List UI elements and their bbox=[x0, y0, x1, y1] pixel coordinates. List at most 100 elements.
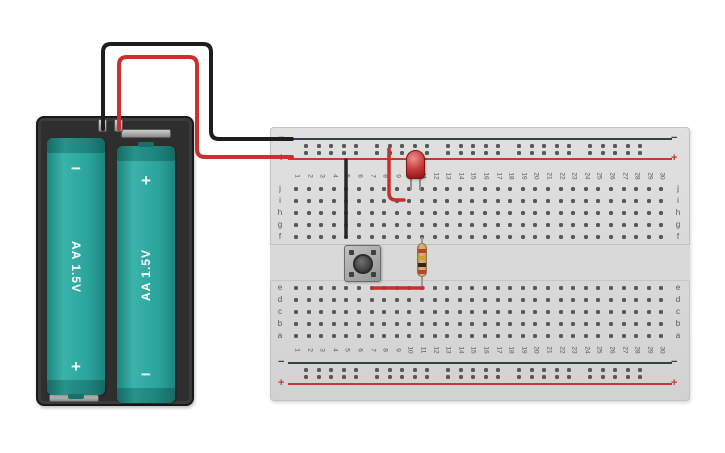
breadboard-hole[interactable] bbox=[369, 187, 374, 191]
breadboard-hole[interactable] bbox=[445, 211, 450, 215]
breadboard-hole[interactable] bbox=[369, 334, 374, 338]
breadboard-hole[interactable] bbox=[344, 223, 349, 227]
breadboard-hole[interactable] bbox=[508, 199, 513, 203]
breadboard-hole[interactable] bbox=[558, 310, 563, 314]
breadboard-hole[interactable] bbox=[634, 310, 639, 314]
breadboard-hole[interactable] bbox=[357, 199, 361, 203]
breadboard-rail-hole[interactable] bbox=[400, 144, 405, 148]
breadboard-rail-hole[interactable] bbox=[458, 375, 463, 379]
breadboard-hole[interactable] bbox=[319, 310, 324, 314]
breadboard-hole[interactable] bbox=[646, 334, 651, 338]
breadboard-hole[interactable] bbox=[394, 322, 399, 326]
breadboard-rail-hole[interactable] bbox=[471, 144, 476, 148]
breadboard-hole[interactable] bbox=[609, 286, 613, 290]
breadboard-hole[interactable] bbox=[319, 199, 324, 203]
breadboard-rail-hole[interactable] bbox=[517, 368, 521, 372]
breadboard-hole[interactable] bbox=[394, 223, 399, 227]
breadboard-hole[interactable] bbox=[571, 310, 576, 314]
breadboard-hole[interactable] bbox=[558, 322, 563, 326]
breadboard-rail-hole[interactable] bbox=[387, 151, 392, 155]
breadboard-hole[interactable] bbox=[331, 310, 336, 314]
breadboard-hole[interactable] bbox=[357, 235, 361, 239]
breadboard-hole[interactable] bbox=[306, 298, 311, 302]
breadboard-hole[interactable] bbox=[583, 334, 588, 338]
breadboard-hole[interactable] bbox=[344, 298, 349, 302]
breadboard-hole[interactable] bbox=[571, 298, 576, 302]
pushbutton-cap[interactable] bbox=[352, 253, 373, 274]
breadboard-hole[interactable] bbox=[294, 310, 298, 314]
breadboard-rail-hole[interactable] bbox=[412, 144, 417, 148]
breadboard-hole[interactable] bbox=[331, 322, 336, 326]
breadboard-hole[interactable] bbox=[495, 223, 500, 227]
breadboard-hole[interactable] bbox=[457, 286, 462, 290]
breadboard-rail-hole[interactable] bbox=[341, 368, 346, 372]
breadboard-hole[interactable] bbox=[319, 211, 324, 215]
breadboard-hole[interactable] bbox=[495, 322, 500, 326]
breadboard-rail-hole[interactable] bbox=[316, 375, 321, 379]
breadboard-hole[interactable] bbox=[546, 235, 550, 239]
breadboard-hole[interactable] bbox=[533, 286, 538, 290]
breadboard-rail-hole[interactable] bbox=[529, 375, 534, 379]
breadboard-rail-hole[interactable] bbox=[387, 368, 392, 372]
breadboard-rail-hole[interactable] bbox=[375, 144, 379, 148]
breadboard-hole[interactable] bbox=[571, 187, 576, 191]
breadboard-rail-hole[interactable] bbox=[425, 368, 430, 372]
breadboard-hole[interactable] bbox=[432, 223, 437, 227]
breadboard-hole[interactable] bbox=[646, 223, 651, 227]
breadboard-hole[interactable] bbox=[520, 286, 525, 290]
breadboard-rail-hole[interactable] bbox=[567, 368, 572, 372]
breadboard-hole[interactable] bbox=[306, 187, 311, 191]
breadboard-hole[interactable] bbox=[520, 322, 525, 326]
breadboard-hole[interactable] bbox=[470, 298, 475, 302]
breadboard-hole[interactable] bbox=[583, 310, 588, 314]
breadboard-hole[interactable] bbox=[369, 298, 374, 302]
breadboard-hole[interactable] bbox=[609, 310, 613, 314]
breadboard-rail-hole[interactable] bbox=[341, 151, 346, 155]
breadboard-hole[interactable] bbox=[306, 334, 311, 338]
breadboard-hole[interactable] bbox=[659, 334, 664, 338]
breadboard-hole[interactable] bbox=[533, 322, 538, 326]
breadboard-hole[interactable] bbox=[294, 322, 298, 326]
breadboard-hole[interactable] bbox=[659, 310, 664, 314]
breadboard-hole[interactable] bbox=[483, 235, 487, 239]
breadboard-hole[interactable] bbox=[445, 310, 450, 314]
breadboard-hole[interactable] bbox=[495, 235, 500, 239]
breadboard-hole[interactable] bbox=[369, 199, 374, 203]
breadboard-rail-hole[interactable] bbox=[304, 151, 308, 155]
breadboard-hole[interactable] bbox=[445, 322, 450, 326]
battery-aa-right[interactable]: + − AA 1.5V bbox=[117, 142, 175, 403]
breadboard-rail-hole[interactable] bbox=[354, 144, 359, 148]
breadboard-rail-hole[interactable] bbox=[567, 375, 572, 379]
breadboard-hole[interactable] bbox=[596, 199, 601, 203]
breadboard-hole[interactable] bbox=[571, 199, 576, 203]
breadboard-hole[interactable] bbox=[432, 187, 437, 191]
breadboard-rail-hole[interactable] bbox=[304, 375, 308, 379]
breadboard-hole[interactable] bbox=[571, 211, 576, 215]
breadboard-hole[interactable] bbox=[394, 199, 399, 203]
breadboard-hole[interactable] bbox=[546, 199, 550, 203]
breadboard-hole[interactable] bbox=[558, 286, 563, 290]
breadboard-hole[interactable] bbox=[609, 199, 613, 203]
breadboard-hole[interactable] bbox=[558, 298, 563, 302]
breadboard-rail-hole[interactable] bbox=[496, 151, 501, 155]
breadboard-rail-hole[interactable] bbox=[341, 375, 346, 379]
breadboard-hole[interactable] bbox=[533, 334, 538, 338]
breadboard-hole[interactable] bbox=[344, 211, 349, 215]
breadboard-hole[interactable] bbox=[432, 199, 437, 203]
resistor-body[interactable] bbox=[417, 243, 427, 277]
breadboard-hole[interactable] bbox=[646, 199, 651, 203]
breadboard-rail-hole[interactable] bbox=[613, 368, 618, 372]
breadboard-hole[interactable] bbox=[357, 187, 361, 191]
breadboard-rail-hole[interactable] bbox=[600, 375, 605, 379]
breadboard-hole[interactable] bbox=[319, 322, 324, 326]
breadboard-hole[interactable] bbox=[609, 223, 613, 227]
breadboard-hole[interactable] bbox=[294, 286, 298, 290]
breadboard-hole[interactable] bbox=[546, 334, 550, 338]
breadboard-rail-hole[interactable] bbox=[400, 375, 405, 379]
breadboard-hole[interactable] bbox=[495, 211, 500, 215]
breadboard-hole[interactable] bbox=[558, 223, 563, 227]
breadboard-hole[interactable] bbox=[646, 322, 651, 326]
breadboard-rail-hole[interactable] bbox=[375, 151, 379, 155]
breadboard-hole[interactable] bbox=[609, 298, 613, 302]
breadboard-hole[interactable] bbox=[533, 223, 538, 227]
